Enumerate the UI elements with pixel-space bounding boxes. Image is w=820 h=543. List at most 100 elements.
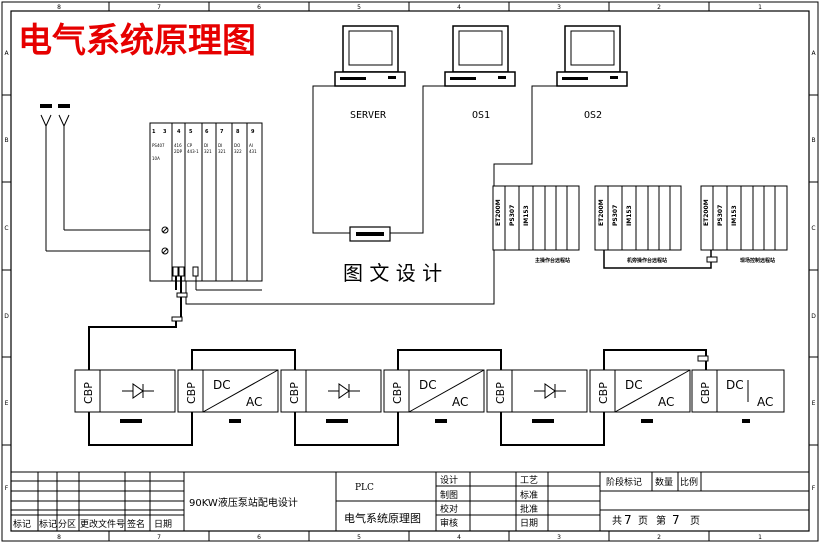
role-column-2: 工艺 标准 批准 日期	[520, 475, 538, 529]
title-block	[11, 471, 809, 531]
station-module-label: ET200M	[495, 199, 502, 226]
slot-number: 4	[177, 129, 181, 135]
col-label: 1	[758, 534, 762, 541]
drive-unit: CBP DC AC	[177, 369, 279, 423]
revision-header: 更改文件号	[80, 518, 125, 530]
station-caption: 主操作台远程站	[535, 257, 570, 264]
role-label: 审核	[440, 517, 458, 529]
station-module-label: IM153	[523, 205, 530, 226]
cbp-label: CBP	[185, 382, 198, 404]
module-label: 10A	[152, 156, 160, 161]
module-label: 2DP	[174, 149, 183, 154]
cbp-label: CBP	[82, 382, 95, 404]
revision-header: 分区	[58, 519, 76, 530]
col-label: 5	[357, 534, 361, 541]
row-label: D	[811, 313, 816, 320]
computer-server: SERVER	[334, 25, 406, 121]
ac-label: AC	[658, 395, 674, 409]
watermark-backdrop	[332, 254, 488, 290]
row-label: A	[4, 50, 9, 57]
frame-row-labels-left: A B C D E F	[4, 50, 9, 492]
slot-number: 3	[163, 129, 167, 135]
revision-header: 日期	[154, 519, 172, 530]
revision-headers: 标记 标记 分区 更改文件号 签名 日期	[13, 518, 172, 530]
computer-os2: OS2	[556, 25, 628, 121]
station-caption: 现场控制远程站	[740, 257, 775, 264]
stage-header: 阶段标记	[606, 476, 642, 488]
role-column-1: 设计 制图 校对 审核	[440, 474, 458, 529]
cbp-label: CBP	[494, 382, 507, 404]
drive-unit: CBP	[280, 369, 382, 423]
dc-label: DC	[419, 378, 437, 392]
ac-label: AC	[246, 395, 262, 409]
station-caption: 机旁操作台远程站	[626, 257, 667, 264]
module-label: 416	[174, 143, 182, 148]
dc-label: DC	[625, 378, 643, 392]
revision-header: 签名	[127, 518, 145, 530]
cbp-label: CBP	[699, 382, 712, 404]
row-label: B	[4, 137, 8, 144]
col-label: 7	[157, 4, 161, 11]
drawing-name: 电气系统原理图	[344, 511, 421, 525]
slot-number: 7	[220, 129, 224, 135]
frame-row-labels-right: A B C D E F	[811, 50, 816, 492]
col-label: 3	[557, 534, 561, 541]
station-module-label: IM153	[626, 205, 633, 226]
computer-label: OS1	[472, 110, 490, 121]
role-label: 日期	[520, 518, 538, 529]
slot-number: 9	[251, 129, 255, 135]
plc-label: PLC	[355, 483, 374, 493]
remote-station-2: ET200M PS307 IM153 机旁操作台远程站	[594, 185, 682, 264]
plc-module-labels: PS407 10A 416 2DP CP 443-1 DI 321 DI 321…	[152, 143, 257, 161]
station-module-label: PS307	[612, 205, 619, 226]
role-label: 工艺	[520, 475, 538, 486]
module-label: DI	[218, 143, 222, 148]
row-label: D	[4, 313, 9, 320]
role-label: 设计	[440, 474, 458, 486]
module-label: 322	[234, 149, 242, 154]
dc-label: DC	[726, 378, 744, 392]
cbp-label: CBP	[391, 382, 404, 404]
col-label: 6	[257, 534, 261, 541]
internal-wires	[195, 276, 262, 291]
drive-unit: CBP DC AC	[589, 369, 691, 423]
cbp-label: CBP	[288, 382, 301, 404]
col-label: 2	[657, 534, 661, 541]
sheet-numbering: 共 7 页 第 7 页	[612, 513, 700, 527]
plc-rack	[149, 122, 263, 282]
module-label: 431	[249, 149, 257, 154]
stage-header: 比例	[680, 476, 698, 488]
row-label: F	[812, 485, 816, 492]
dc-label: DC	[213, 378, 231, 392]
diode-icon	[328, 383, 360, 399]
station-module-label: ET200M	[598, 199, 605, 226]
row-label: F	[5, 485, 9, 492]
col-label: 7	[157, 534, 161, 541]
frame-column-labels-top: 8 7 6 5 4 3 2 1	[57, 4, 762, 11]
module-label: DI	[204, 143, 208, 148]
slot-number: 8	[236, 129, 240, 135]
station-module-label: PS307	[509, 205, 516, 226]
row-label: E	[5, 400, 9, 407]
row-label: B	[811, 137, 815, 144]
stage-header: 数量	[655, 476, 673, 488]
role-label: 校对	[440, 503, 458, 515]
drive-unit: CBP	[486, 369, 588, 423]
module-label: 443-1	[187, 149, 199, 154]
cbp-label: CBP	[597, 382, 610, 404]
page-title: 电气系统原理图	[18, 21, 256, 61]
sheet-total-label: 共	[612, 515, 622, 527]
sheet-page-label: 第	[656, 514, 666, 527]
diode-icon	[534, 383, 566, 399]
drive-unit: CBP DC AC	[383, 369, 485, 423]
station-module-label: PS307	[717, 205, 724, 226]
sheet-unit: 页	[690, 515, 700, 527]
role-label: 批准	[520, 503, 538, 515]
dp-connector	[706, 256, 718, 263]
module-label: CP	[187, 143, 193, 148]
drive-unit: CBP DC AC	[691, 369, 785, 423]
dp-connector	[697, 355, 709, 362]
ethernet-switch	[349, 226, 391, 242]
row-label: C	[4, 225, 8, 232]
